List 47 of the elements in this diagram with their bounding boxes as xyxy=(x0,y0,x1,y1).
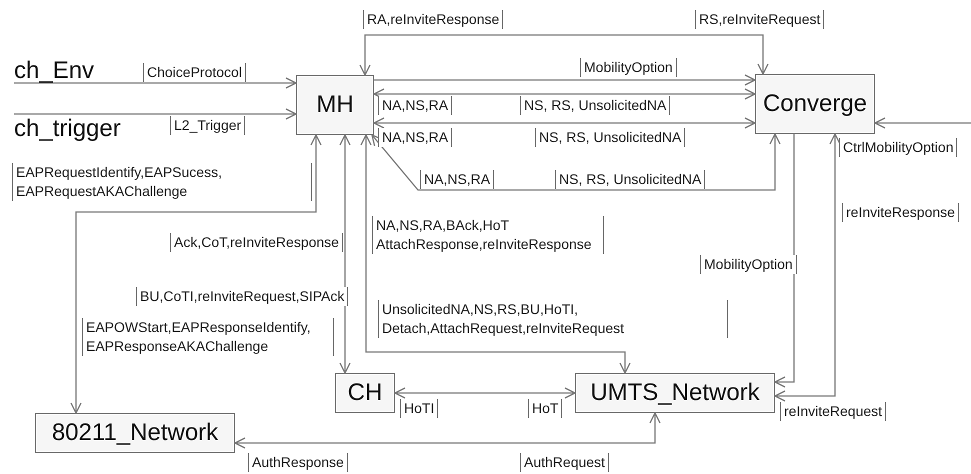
edge-label: AuthRequest xyxy=(520,453,609,472)
connector-arrow xyxy=(359,34,769,76)
connector-arrow xyxy=(774,134,795,388)
message-label: AuthResponse xyxy=(248,453,348,472)
edge-label: L2_Trigger xyxy=(170,116,246,135)
connector-arrow xyxy=(774,133,841,402)
component-box: CH xyxy=(335,373,395,413)
connector-arrow xyxy=(14,77,297,89)
edge-label: NS, RS, UnsolicitedNA xyxy=(555,170,706,189)
component-box: Converge xyxy=(755,74,875,134)
edge-label: HoT xyxy=(528,399,562,418)
connector-arrow xyxy=(14,108,297,120)
connector-arrow xyxy=(371,133,781,191)
edge-label: CtrlMobilityOption xyxy=(839,138,958,157)
component-box: UMTS_Network xyxy=(575,373,775,413)
edge-label: MobilityOption xyxy=(580,58,677,77)
connector-arrow xyxy=(373,117,756,129)
message-label: NA,NS,RA xyxy=(378,128,452,147)
edge-label: BU,CoTI,reInviteRequest,SIPAck xyxy=(136,287,348,306)
edge-label: RS,reInviteRequest xyxy=(695,10,824,29)
connector-arrow xyxy=(373,88,756,100)
edge-label: EAPOWStart,EAPResponseIdentify, EAPResponseAKAChallenge xyxy=(82,318,334,356)
component-box: MH xyxy=(296,75,374,135)
message-label: EAPRequestIdentify,EAPSucess, EAPRequestAKAChallenge xyxy=(12,163,312,201)
connector-arrow xyxy=(874,117,971,129)
message-label: HoTI xyxy=(400,399,438,418)
message-label: RA,reInviteResponse xyxy=(363,10,504,29)
edge-label: NS, RS, UnsolicitedNA xyxy=(520,96,670,115)
port-label: ch_trigger xyxy=(14,114,154,144)
connector-arrow xyxy=(70,134,322,414)
edge-label: ChoiceProtocol xyxy=(143,63,246,82)
message-label: NA,NS,RA xyxy=(378,96,452,115)
connector-arrow xyxy=(374,74,756,86)
connector-arrow xyxy=(339,134,351,374)
edge-label: NS, RS, UnsolicitedNA xyxy=(535,128,686,147)
port-label: ch_Env xyxy=(14,58,134,83)
component-box: 80211_Network xyxy=(35,413,235,453)
connector-arrow xyxy=(360,134,631,374)
message-label: NA,NS,RA,BAck,HoT AttachResponse,reInviteResponse xyxy=(372,216,604,254)
message-label: Ack,CoT,reInviteResponse xyxy=(170,233,343,252)
edge-label: UnsolicitedNA,NS,RS,BU,HoTI, Detach,AttachRequest,reInviteRequest xyxy=(378,300,728,338)
message-label: reInviteRequest xyxy=(780,402,886,421)
connector-arrow xyxy=(234,412,661,449)
message-label: NA,NS,RA xyxy=(420,170,494,189)
connector-arrow xyxy=(394,387,576,399)
edge-label: reInviteResponse xyxy=(842,203,959,222)
edge-label: MobilityOption xyxy=(700,255,797,274)
